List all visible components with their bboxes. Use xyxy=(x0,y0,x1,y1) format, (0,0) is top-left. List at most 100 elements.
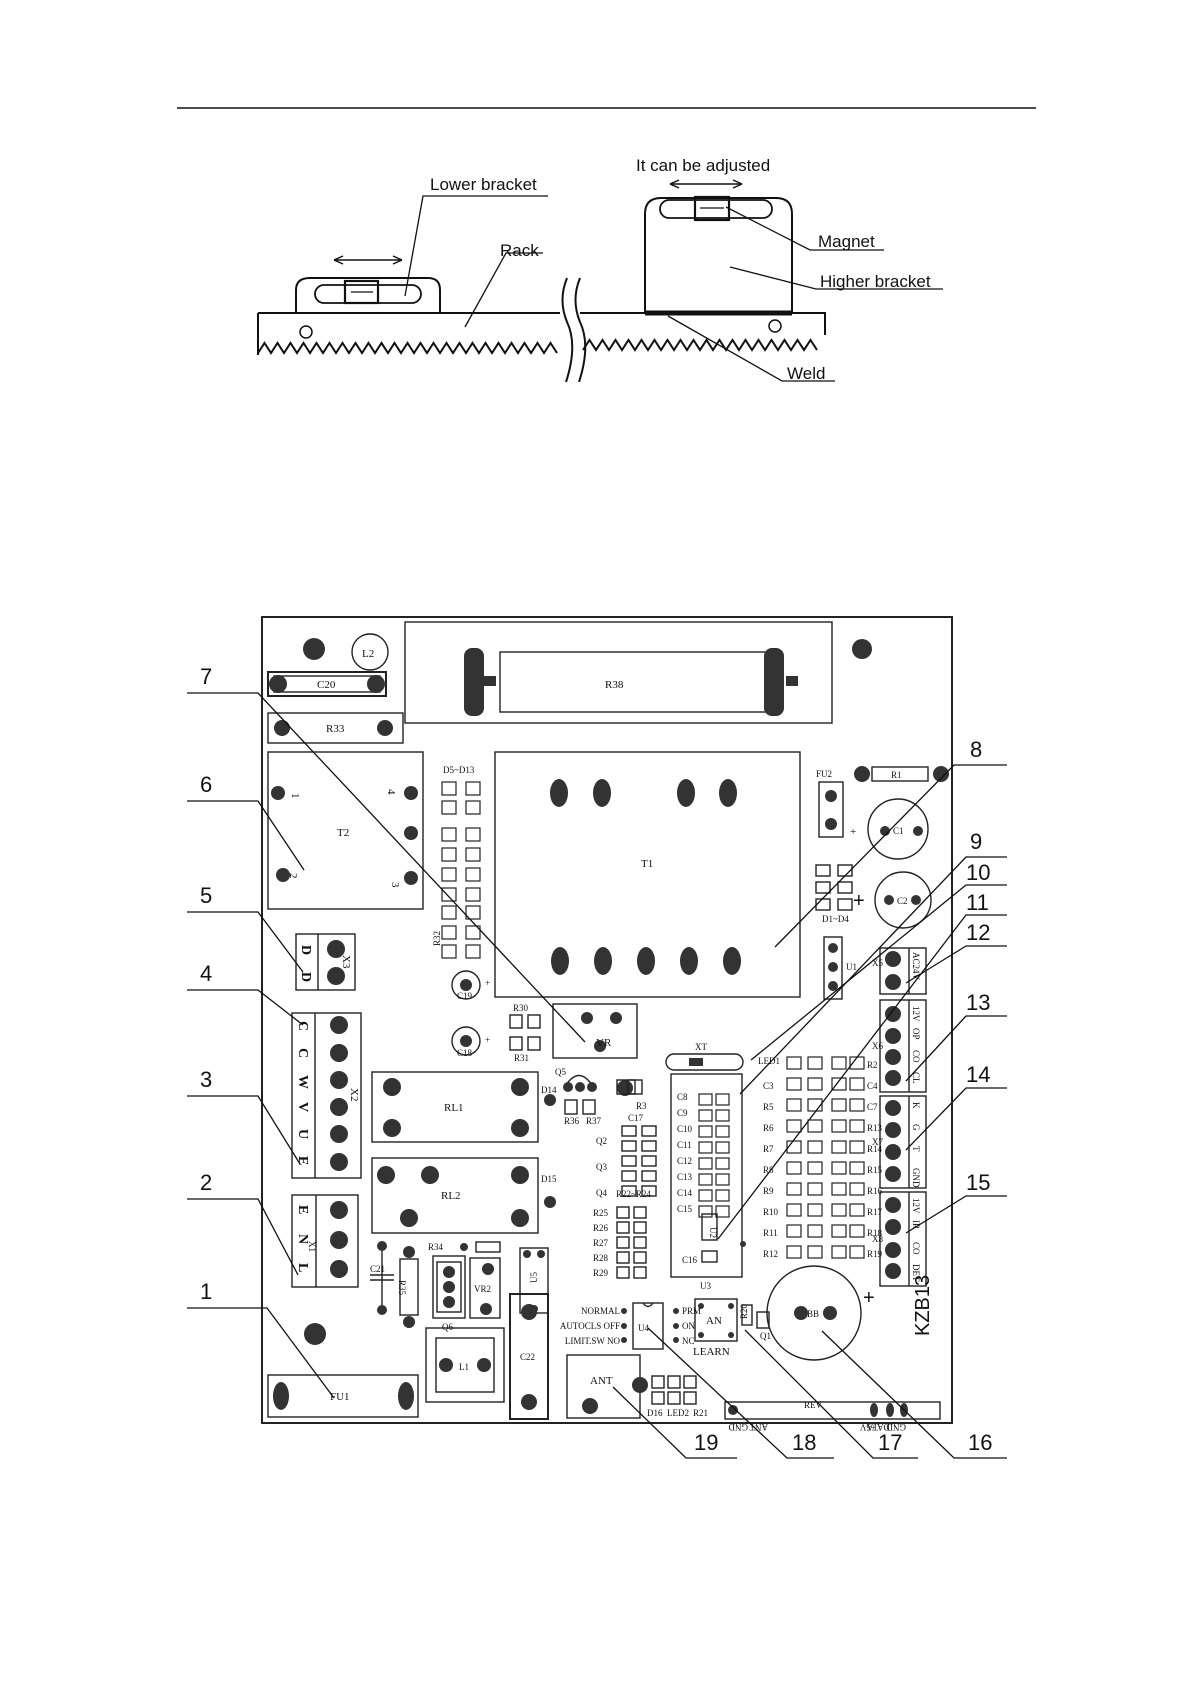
label-c9: C9 xyxy=(677,1108,688,1118)
label-c13: C13 xyxy=(677,1172,693,1182)
label-REV: REV xyxy=(804,1400,823,1410)
rack-figure-labels: Lower bracket It can be adjusted Rack Ma… xyxy=(430,156,931,383)
label-x1-pin: N xyxy=(295,1234,310,1244)
label-rev-pin: +5V xyxy=(859,1422,876,1432)
label-t2-pin: 3 xyxy=(389,882,401,888)
label-BB: BB xyxy=(807,1309,819,1319)
callout-7: 7 xyxy=(200,664,212,689)
diode-pad xyxy=(441,925,457,940)
label-c11: C11 xyxy=(677,1140,692,1150)
smd-pad xyxy=(807,1056,823,1070)
label-Q2: Q2 xyxy=(596,1136,607,1146)
label-r12: R12 xyxy=(763,1249,778,1259)
board-labels: L2 C20 R33 R38 T2 T1 D5~D13 R32 C19 C18 … xyxy=(307,648,934,1418)
label-x7-pin: K xyxy=(911,1102,921,1109)
label-c3: C3 xyxy=(763,1081,774,1091)
label-r8: R8 xyxy=(763,1165,774,1175)
label-R38: R38 xyxy=(605,679,624,691)
label-D1-D4: D1~D4 xyxy=(822,914,849,924)
label-D14: D14 xyxy=(541,1085,557,1095)
label-VR2: VR2 xyxy=(474,1284,491,1294)
label-switch-left: AUTOCLS OFF xyxy=(560,1321,620,1331)
label-r17: R17 xyxy=(867,1207,883,1217)
smd-pad xyxy=(807,1119,823,1133)
smd-pad xyxy=(831,1245,847,1259)
label-r13: R13 xyxy=(867,1123,883,1133)
label-Q5: Q5 xyxy=(555,1067,566,1077)
diode-pad xyxy=(441,887,457,902)
label-FU2: FU2 xyxy=(816,769,832,779)
label-c12: C12 xyxy=(677,1156,692,1166)
label-XT: XT xyxy=(695,1042,707,1052)
label-D16: D16 xyxy=(647,1408,663,1418)
label-r11: R11 xyxy=(763,1228,778,1238)
label-x2-pin: C xyxy=(295,1021,310,1031)
label-higher-bracket: Higher bracket xyxy=(820,272,931,291)
callout-17: 17 xyxy=(878,1430,902,1455)
diode-pad xyxy=(441,944,457,959)
callout-13: 13 xyxy=(966,990,990,1015)
callout-leaders xyxy=(187,692,1007,1459)
chip-pad xyxy=(715,1109,730,1122)
diode-pad xyxy=(465,887,481,902)
label-R31: R31 xyxy=(514,1053,529,1063)
label-x7-pin: G xyxy=(911,1124,921,1131)
diode-pad xyxy=(441,867,457,882)
callout-19: 19 xyxy=(694,1430,718,1455)
diode-pad xyxy=(465,867,481,882)
chip-pad xyxy=(698,1205,713,1218)
label-x6-pin: CL xyxy=(911,1072,921,1084)
label-c14: C14 xyxy=(677,1188,693,1198)
label-R37: R37 xyxy=(586,1116,602,1126)
smd-pad xyxy=(807,1161,823,1175)
label-C1: C1 xyxy=(893,826,904,836)
label-LED1: LED1 xyxy=(758,1056,780,1066)
label-switch-left: LIMIT.SW NO xyxy=(565,1336,621,1346)
chip-pad xyxy=(715,1157,730,1170)
smd-pad xyxy=(831,1203,847,1217)
chip-pad xyxy=(715,1141,730,1154)
label-x2-pin: W xyxy=(295,1075,310,1089)
rack-bracket-figure xyxy=(257,179,943,383)
smd-pad xyxy=(786,1077,802,1091)
label-x2-pin: E xyxy=(295,1156,310,1165)
smd-pad xyxy=(849,1182,865,1196)
smd-pad xyxy=(831,1098,847,1112)
label-X6: X6 xyxy=(872,1041,883,1051)
smd-pad xyxy=(849,1140,865,1154)
chip-pad xyxy=(715,1173,730,1186)
label-X2: X2 xyxy=(348,1088,360,1101)
smd-pad xyxy=(849,1077,865,1091)
smd-pad xyxy=(786,1203,802,1217)
label-Q3: Q3 xyxy=(596,1162,607,1172)
diode-pad xyxy=(441,781,457,796)
smd-pad xyxy=(786,1224,802,1238)
diode-pad xyxy=(465,827,481,842)
label-U1: U1 xyxy=(846,962,857,972)
label-r25: R25 xyxy=(593,1208,609,1218)
smd-pad xyxy=(786,1245,802,1259)
label-R21: R21 xyxy=(693,1408,708,1418)
chip-pad xyxy=(715,1189,730,1202)
callout-numbers: 1 2 3 4 5 6 7 8 9 10 11 12 13 14 15 16 1… xyxy=(200,664,992,1455)
smd-pad xyxy=(831,1140,847,1154)
chip-pad xyxy=(698,1109,713,1122)
label-r2: R2 xyxy=(867,1060,878,1070)
smd-pad xyxy=(786,1161,802,1175)
diode-pad xyxy=(465,905,481,920)
smd-pad xyxy=(849,1245,865,1259)
label-X8: X8 xyxy=(872,1234,883,1244)
label-x8-pin: DET xyxy=(911,1264,921,1282)
label-x3-pin: D xyxy=(298,945,313,955)
diode-pad xyxy=(465,781,481,796)
label-x2-pin: V xyxy=(295,1102,310,1112)
label-r9: R9 xyxy=(763,1186,774,1196)
label-r16: R16 xyxy=(867,1186,883,1196)
label-R32: R32 xyxy=(432,931,442,946)
label-x8-pin: 12V xyxy=(911,1198,921,1214)
label-C17: C17 xyxy=(628,1113,644,1123)
callout-6: 6 xyxy=(200,772,212,797)
label-c10: C10 xyxy=(677,1124,693,1134)
label-r10: R10 xyxy=(763,1207,779,1217)
